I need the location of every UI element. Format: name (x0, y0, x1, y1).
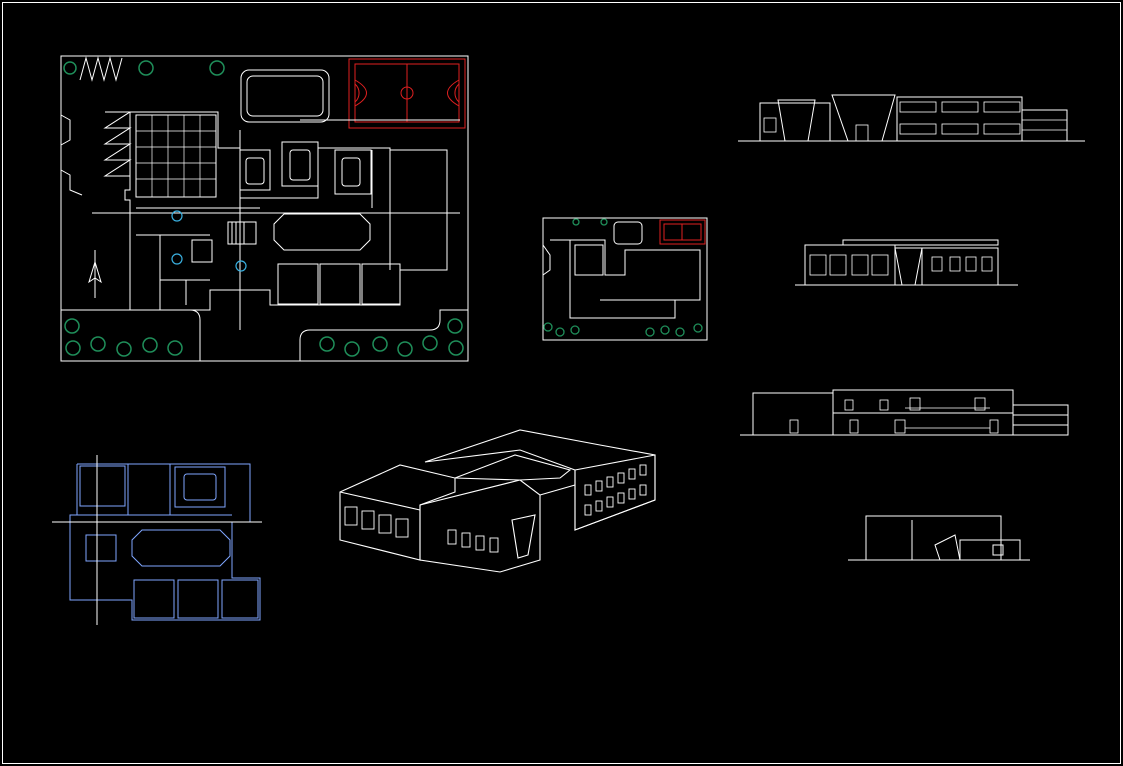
road-curb-left (61, 309, 201, 361)
grid-hall (135, 114, 217, 198)
elevation-front (738, 94, 1085, 142)
elevation-end (848, 515, 1030, 561)
trees-site-plan (63, 60, 464, 357)
outdoor-track (240, 69, 330, 123)
trees-site-plan-small (543, 218, 703, 337)
isometric-view (339, 429, 656, 573)
section-long (740, 389, 1069, 436)
upper-floor-axes (52, 455, 262, 625)
upper-floor-plan (69, 463, 261, 621)
elevation-side (795, 239, 1018, 286)
site-boundary (60, 55, 469, 362)
site-plan (60, 55, 469, 362)
upper-pool (131, 529, 231, 567)
basketball-court (348, 58, 466, 129)
fence-zigzag (79, 56, 123, 82)
pool (273, 213, 371, 251)
road-curb-right (299, 309, 468, 361)
site-plan-small (542, 217, 708, 341)
columns-site-plan (171, 210, 247, 272)
